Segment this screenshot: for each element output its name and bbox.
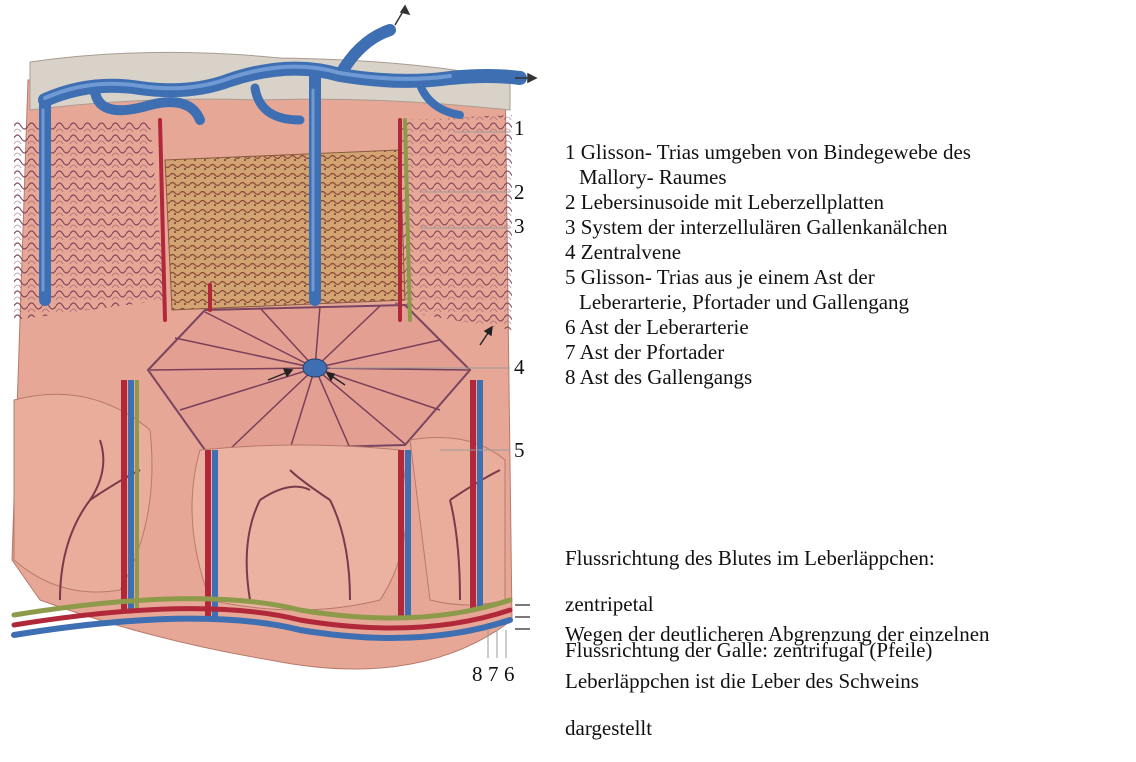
legend-item-5-line2: Leberarterie, Pfortader und Gallengang <box>565 290 1130 315</box>
pig-note-line1: Wegen der deutlicheren Abgrenzung der ei… <box>565 621 1135 647</box>
right-lobule-lattice <box>395 115 512 330</box>
central-vein <box>303 359 327 377</box>
callout-number-2: 2 <box>514 182 525 203</box>
pig-liver-note: Wegen der deutlicheren Abgrenzung der ei… <box>565 600 1135 762</box>
pig-note-line3: dargestellt <box>565 715 1135 741</box>
legend-item-1-line1: 1 Glisson- Trias umgeben von Bindegewebe… <box>565 140 971 164</box>
callout-number-8: 8 <box>472 664 483 685</box>
legend-item-5: 5 Glisson- Trias aus je einem Ast der Le… <box>565 265 1130 315</box>
callout-number-4: 4 <box>514 357 525 378</box>
flow-note-line1: Flussrichtung des Blutes im Leberläppche… <box>565 546 1130 571</box>
callout-number-3: 3 <box>514 216 525 237</box>
sinusoid-strata-block <box>165 150 405 310</box>
legend-item-4: 4 Zentralvene <box>565 240 1130 265</box>
legend-item-6: 6 Ast der Leberarterie <box>565 315 1130 340</box>
callout-number-5: 5 <box>514 440 525 461</box>
bundle-arrows-right <box>515 605 530 629</box>
lower-lobule-mid <box>192 445 407 610</box>
callout-number-7: 7 <box>488 664 499 685</box>
legend-item-1: 1 Glisson- Trias umgeben von Bindegewebe… <box>565 140 1130 190</box>
legend-item-5-line1: 5 Glisson- Trias aus je einem Ast der <box>565 265 875 289</box>
figure-legend: 1 Glisson- Trias umgeben von Bindegewebe… <box>565 140 1130 390</box>
legend-item-8: 8 Ast des Gallengangs <box>565 365 1130 390</box>
legend-item-7: 7 Ast der Pfortader <box>565 340 1130 365</box>
legend-item-1-line2: Mallory- Raumes <box>565 165 1130 190</box>
legend-item-2: 2 Lebersinusoide mit Leberzellplatten <box>565 190 1130 215</box>
legend-item-3: 3 System der interzellulären Gallenkanäl… <box>565 215 1130 240</box>
callout-number-1: 1 <box>514 118 525 139</box>
pig-note-line2: Leberläppchen ist die Leber des Schweins <box>565 668 1135 694</box>
liver-lobule-illustration: 1 2 3 4 5 8 7 6 <box>0 0 545 689</box>
callout-number-6: 6 <box>504 664 515 685</box>
left-lobule-lattice <box>14 120 165 320</box>
liver-lobule-drawing <box>0 0 545 689</box>
